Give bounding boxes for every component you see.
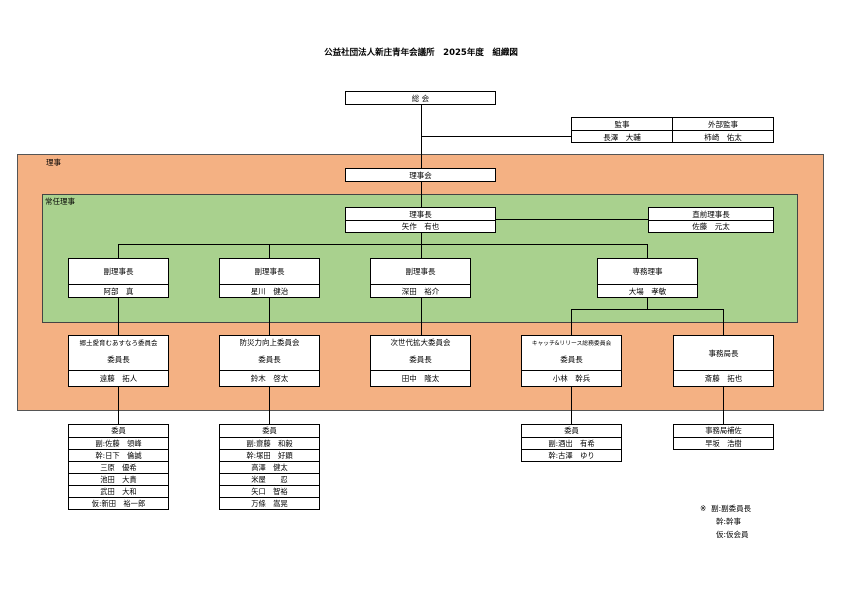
officer-name: 星川 健治	[220, 284, 319, 297]
committee-chair-role: 委員長	[107, 354, 130, 364]
officer-name: 大場 孝敏	[598, 284, 697, 297]
member-entry: 副:齋藤 和毅	[220, 437, 319, 449]
committee-box: キャッチ&リリース総務委員会 委員長 小林 幹兵	[521, 335, 622, 387]
member-list-header: 委員	[111, 426, 126, 435]
committee-box: 防災力向上委員会 委員長 鈴木 啓太	[219, 335, 320, 387]
secretariat-role: 事務局長	[708, 348, 739, 358]
committee-name: キャッチ&リリース総務委員会	[531, 340, 612, 347]
committee-chair-name: 小林 幹兵	[522, 370, 621, 385]
legend-mark: ※	[700, 504, 707, 513]
officer-drop-2	[269, 244, 270, 258]
standing-directors-region-label: 常任理事	[45, 197, 75, 206]
member-list-header: 委員	[262, 426, 277, 435]
members-link-3	[571, 386, 572, 424]
member-entry: 矢口 智裕	[220, 485, 319, 497]
member-list: 事務局補佐 早坂 浩樹	[673, 424, 774, 450]
board-president-connector	[421, 181, 422, 207]
committee-link-1	[118, 297, 119, 335]
officer-drop-1	[118, 244, 119, 258]
general-assembly-box: 総 会	[345, 91, 496, 105]
officer-box: 専務理事 大場 孝敏	[597, 258, 698, 298]
legend-item: 幹:幹事	[716, 517, 742, 526]
member-list-header: 委員	[564, 426, 579, 435]
auditor-role: 監事	[614, 119, 630, 129]
president-role: 理事長	[409, 209, 432, 219]
general-assembly-label: 総 会	[411, 93, 430, 103]
member-entry: 万條 嵩晃	[220, 497, 319, 509]
president-officers-connector	[421, 232, 422, 244]
committee-link-4	[571, 309, 572, 335]
member-entry: 米屋 忍	[220, 473, 319, 485]
committee-name: 次世代拡大委員会	[390, 337, 451, 347]
officer-role: 専務理事	[632, 267, 663, 276]
member-entry: 仮:新田 裕一郎	[69, 497, 168, 509]
officer-role: 副理事長	[103, 267, 134, 276]
members-link-4	[723, 386, 724, 424]
legend: ※ 副:副委員長 幹:幹事 仮:仮会員	[700, 502, 751, 541]
member-entry: 高澤 健太	[220, 461, 319, 473]
committee-chair-name: 遠藤 拓人	[69, 370, 168, 385]
secretariat-name: 斎藤 拓也	[674, 370, 773, 385]
member-list: 委員 副:齋藤 和毅 幹:塚田 好顕 高澤 健太 米屋 忍 矢口 智裕 万條 嵩…	[219, 424, 320, 510]
member-list-header: 事務局補佐	[705, 426, 742, 435]
officer-name: 阿部 真	[69, 284, 168, 297]
auditor-name: 柿崎 佑太	[672, 131, 773, 143]
president-name: 矢作 有也	[346, 220, 495, 232]
past-president-box: 直前理事長 佐藤 元太	[648, 207, 774, 233]
past-president-connector	[496, 219, 648, 220]
committee-chair-name: 田中 隆太	[371, 370, 470, 385]
member-entry: 副:佐藤 領峰	[69, 437, 168, 449]
officer-drop-4	[647, 244, 648, 258]
managing-director-bus	[571, 309, 723, 310]
member-entry: 早坂 浩樹	[674, 437, 773, 449]
officer-name: 深田 裕介	[371, 284, 470, 297]
officer-role: 副理事長	[405, 267, 436, 276]
member-list: 委員 副:佐藤 領峰 幹:日下 倫誠 三原 優希 池田 大貴 武田 大和 仮:新…	[68, 424, 169, 510]
secretariat-box: 事務局長 斎藤 拓也	[673, 335, 774, 387]
committee-chair-role: 委員長	[560, 354, 583, 364]
page-title: 公益社団法人新庄青年会議所 2025年度 組織図	[324, 48, 518, 58]
committee-box: 次世代拡大委員会 委員長 田中 隆太	[370, 335, 471, 387]
officer-drop-3	[421, 244, 422, 258]
directors-region-label: 理事	[46, 158, 61, 167]
committee-box: 郷土愛育むあすなろ委員会 委員長 遠藤 拓人	[68, 335, 169, 387]
past-president-role: 直前理事長	[692, 209, 730, 219]
past-president-name: 佐藤 元太	[649, 220, 773, 232]
auditor-role: 外部監事	[672, 118, 773, 130]
board-label: 理事会	[409, 170, 432, 180]
officer-box: 副理事長 深田 裕介	[370, 258, 471, 298]
committee-chair-name: 鈴木 啓太	[220, 370, 319, 385]
committee-chair-role: 委員長	[258, 354, 281, 364]
secretariat-link	[723, 309, 724, 335]
member-entry: 幹:日下 倫誠	[69, 449, 168, 461]
president-box: 理事長 矢作 有也	[345, 207, 496, 233]
committee-name: 郷土愛育むあすなろ委員会	[79, 339, 158, 347]
assembly-board-connector	[421, 104, 422, 168]
committee-link-2	[269, 297, 270, 335]
legend-item: 副:副委員長	[711, 504, 752, 513]
managing-director-connector	[647, 297, 648, 309]
legend-item: 仮:仮会員	[716, 530, 749, 539]
member-entry: 三原 優希	[69, 461, 168, 473]
committee-link-3	[421, 297, 422, 335]
auditors-box: 監事 外部監事 長澤 大輔 柿崎 佑太	[571, 117, 774, 143]
committee-chair-role: 委員長	[409, 354, 432, 364]
members-link-1	[118, 386, 119, 424]
member-list: 委員 副:酒出 有希 幹:古澤 ゆり	[521, 424, 622, 462]
member-entry: 武田 大和	[69, 485, 168, 497]
officer-role: 副理事長	[254, 267, 285, 276]
member-entry: 幹:古澤 ゆり	[522, 449, 621, 461]
member-entry: 池田 大貴	[69, 473, 168, 485]
committee-name: 防災力向上委員会	[239, 337, 300, 347]
member-entry: 幹:塚田 好顕	[220, 449, 319, 461]
auditor-connector	[421, 136, 571, 137]
member-entry: 副:酒出 有希	[522, 437, 621, 449]
officers-bus	[118, 244, 647, 245]
members-link-2	[269, 386, 270, 424]
auditor-name: 長澤 大輔	[603, 132, 641, 142]
officer-box: 副理事長 阿部 真	[68, 258, 169, 298]
officer-box: 副理事長 星川 健治	[219, 258, 320, 298]
board-box: 理事会	[345, 168, 496, 182]
